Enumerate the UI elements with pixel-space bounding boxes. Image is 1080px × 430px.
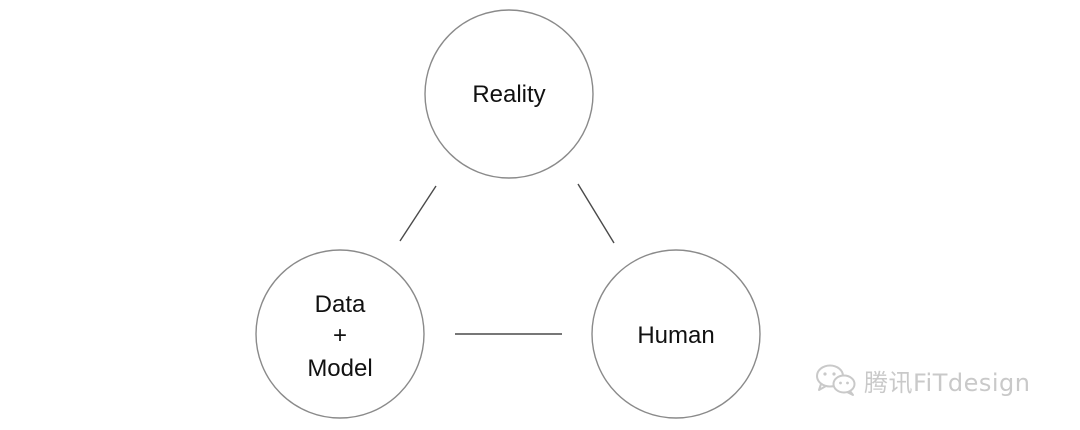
- wechat-icon: [812, 362, 860, 398]
- node-data-model-label-line-3: Model: [307, 355, 372, 382]
- node-human-label: Human: [637, 322, 714, 349]
- edge-reality-human: [577, 183, 615, 244]
- node-data-model-label-line-1: Data: [315, 291, 366, 318]
- node-reality: Reality: [424, 9, 594, 179]
- node-reality-label: Reality: [472, 81, 545, 108]
- node-reality-circle: [424, 9, 594, 179]
- watermark-text: 腾讯FiTdesign: [864, 368, 1031, 397]
- node-data-model-circle: [255, 249, 425, 419]
- watermark: 腾讯FiTdesign: [812, 362, 1031, 398]
- node-data-model-label-line-2: +: [333, 322, 347, 349]
- node-human-circle: [591, 249, 761, 419]
- node-human: Human: [591, 249, 761, 419]
- edge-data-model-reality: [399, 185, 437, 242]
- edges: [399, 183, 615, 335]
- node-data-model: Data + Model: [255, 249, 425, 419]
